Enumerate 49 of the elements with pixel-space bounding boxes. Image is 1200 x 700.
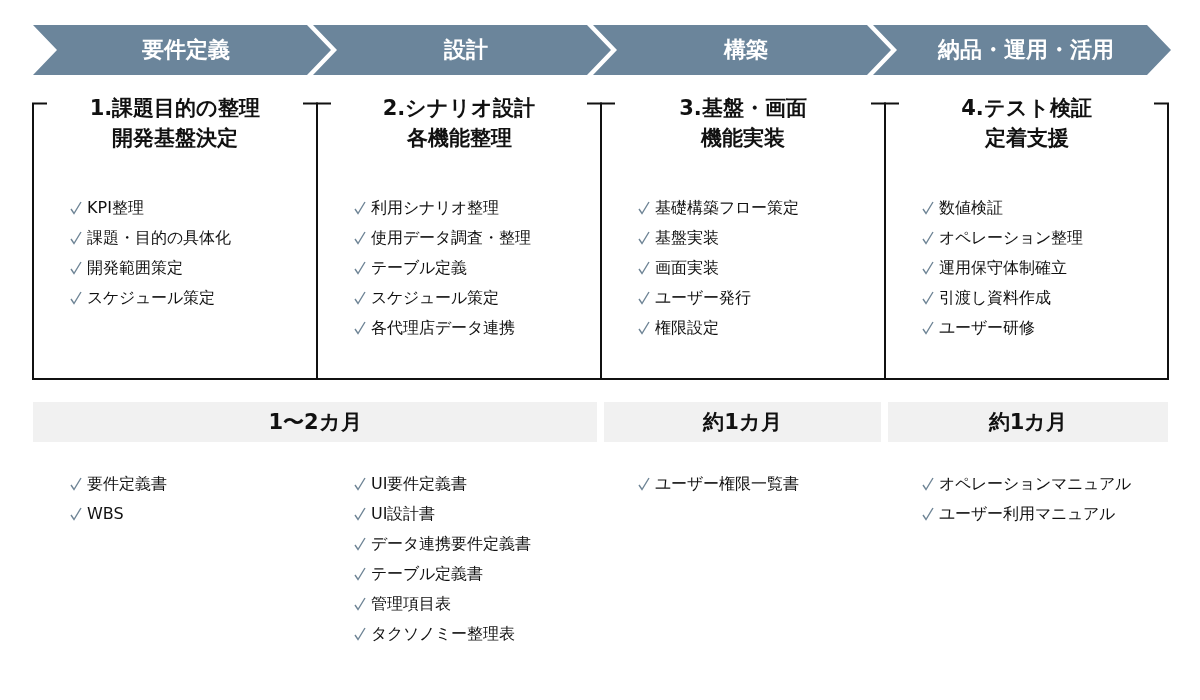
column-heading: 1.課題目的の整理 [88, 95, 262, 122]
phase-banner [33, 25, 331, 75]
list-item: 引渡し資料作成 [939, 287, 1051, 309]
phase-banner [313, 25, 611, 75]
list-item: ユーザー研修 [939, 317, 1035, 339]
list-item: オペレーション整理 [939, 227, 1083, 249]
list-item: 利用シナリオ整理 [371, 197, 499, 219]
phase-title: 要件定義 [141, 36, 231, 64]
phase-title: 構築 [722, 36, 769, 64]
column-heading: 4.テスト検証 [960, 95, 1093, 122]
phase-banner [593, 25, 891, 75]
list-item: UI要件定義書 [371, 473, 468, 495]
list-item: テーブル定義 [371, 257, 467, 279]
list-item: ユーザー発行 [655, 287, 751, 309]
list-item: スケジュール策定 [87, 287, 215, 309]
list-item: 基盤実装 [655, 227, 719, 249]
list-item: 開発範囲策定 [87, 257, 183, 279]
list-item: 課題・目的の具体化 [87, 227, 231, 249]
phase-title: 納品・運用・活用 [937, 36, 1115, 64]
list-item: 権限設定 [655, 317, 719, 339]
column-heading: 各機能整理 [405, 125, 513, 152]
list-item: UI設計書 [371, 503, 436, 525]
list-item: 画面実装 [655, 257, 719, 279]
phase-banner [873, 25, 1171, 75]
column-heading: 開発基盤決定 [111, 125, 239, 152]
column-heading: 2.シナリオ設計 [381, 95, 537, 122]
list-item: ユーザー利用マニュアル [939, 503, 1115, 525]
list-item: スケジュール策定 [371, 287, 499, 309]
list-item: KPI整理 [87, 197, 144, 219]
phase-title: 設計 [443, 36, 489, 64]
list-item: WBS [87, 503, 124, 525]
list-item: ユーザー権限一覧書 [655, 473, 799, 495]
list-item: 管理項目表 [371, 593, 451, 615]
column-heading: 機能実装 [699, 125, 786, 152]
list-item: 数値検証 [939, 197, 1003, 219]
list-item: 各代理店データ連携 [371, 317, 515, 339]
list-item: オペレーションマニュアル [939, 473, 1131, 495]
list-item: 要件定義書 [87, 473, 167, 495]
list-item: 使用データ調査・整理 [371, 227, 531, 249]
list-item: データ連携要件定義書 [371, 533, 531, 555]
duration-label: 約1カ月 [703, 409, 782, 436]
column-heading: 定着支援 [983, 125, 1070, 152]
list-item: テーブル定義書 [371, 563, 483, 585]
duration-label: 1〜2カ月 [268, 409, 362, 436]
list-item: タクソノミー整理表 [371, 623, 515, 645]
column-heading: 3.基盤・画面 [678, 95, 808, 122]
list-item: 基礎構築フロー策定 [655, 197, 799, 219]
duration-label: 約1カ月 [988, 409, 1068, 436]
list-item: 運用保守体制確立 [939, 257, 1067, 279]
